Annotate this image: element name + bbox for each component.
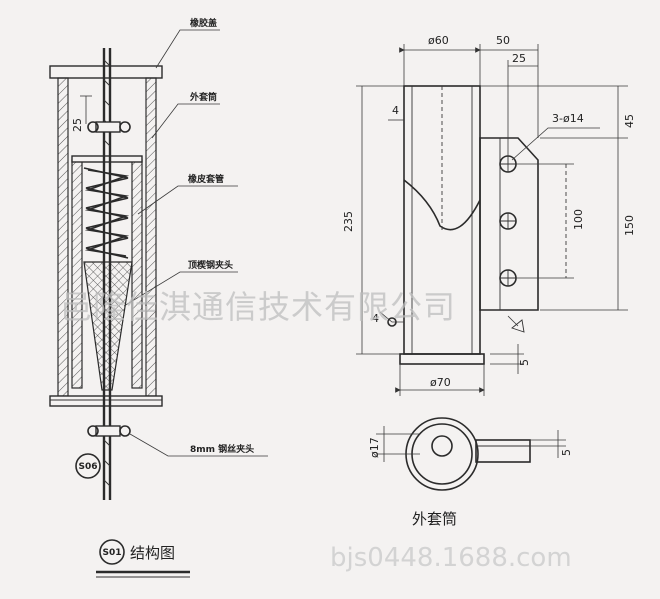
sleeve-base xyxy=(399,353,485,365)
plan-hole xyxy=(431,435,453,457)
top-rope-clamp xyxy=(95,121,121,133)
caption-structure: 结构图 xyxy=(130,544,175,562)
outer-sleeve-wall-right xyxy=(145,77,157,397)
dim-4: 4 xyxy=(392,104,399,117)
tag-s06-circle xyxy=(75,453,101,479)
dim-25: 25 xyxy=(71,118,84,132)
label-outer-sleeve: 外套筒 xyxy=(189,91,217,103)
weld-symbol-icon xyxy=(511,319,525,333)
weld-symbol-icon xyxy=(387,317,397,327)
side-bracket xyxy=(479,137,539,311)
rubber-hose-wall-left xyxy=(71,159,83,389)
rubber-cap xyxy=(49,65,163,79)
dim-150: 150 xyxy=(623,215,636,236)
outer-sleeve-wall-left xyxy=(57,77,69,397)
bottom-rope-clamp xyxy=(95,425,121,437)
dim-235: 235 xyxy=(342,211,355,232)
tag-s01-circle xyxy=(99,539,125,565)
structure-view: 25 橡胶盖 外套筒 橡皮套管 顶楔钢夹头 8mm 钢丝夹头 S06 S01 结… xyxy=(49,17,268,578)
dim-50: 50 xyxy=(496,34,510,47)
bolt-icon xyxy=(119,425,131,437)
dim-phi60: ø60 xyxy=(428,34,449,47)
dim-25-right: 25 xyxy=(512,52,526,65)
caption-outer-sleeve: 外套筒 xyxy=(412,510,457,528)
tag-s06: S06 xyxy=(78,462,97,472)
dim-holes: 3-ø14 xyxy=(552,112,584,125)
dim-phi17: ø17 xyxy=(368,437,381,458)
bolt-icon xyxy=(87,425,99,437)
bolt-icon xyxy=(119,121,131,133)
bottom-flange xyxy=(49,395,163,407)
plan-tab xyxy=(475,439,531,463)
bolt-icon xyxy=(87,121,99,133)
dim-phi70: ø70 xyxy=(430,376,451,389)
wedge-clamp xyxy=(83,261,133,391)
dim-5: 5 xyxy=(518,359,531,366)
watermark-url: bjs0448.1688.com xyxy=(330,543,572,573)
dim-100: 100 xyxy=(572,209,585,230)
dim-weld-4: 4 xyxy=(372,312,379,325)
sleeve-cutaway xyxy=(403,179,481,231)
plan-inner-circle xyxy=(411,423,473,485)
dim-45: 45 xyxy=(623,114,636,128)
label-rope-clamp: 8mm 钢丝夹头 xyxy=(190,443,254,455)
label-wedge-clamp: 顶楔钢夹头 xyxy=(188,259,233,271)
label-rubber-hose: 橡皮套管 xyxy=(188,173,224,185)
dim-5-plan: 5 xyxy=(560,449,573,456)
label-rubber-cap: 橡胶盖 xyxy=(190,17,217,29)
sleeve-view: ø60 50 25 3-ø14 45 150 100 235 4 4 xyxy=(342,34,636,528)
tag-s01: S01 xyxy=(102,548,121,558)
rubber-hose-wall-right xyxy=(131,159,143,389)
watermark-company: 邑隆佳淇通信技术有限公司 xyxy=(60,288,456,326)
